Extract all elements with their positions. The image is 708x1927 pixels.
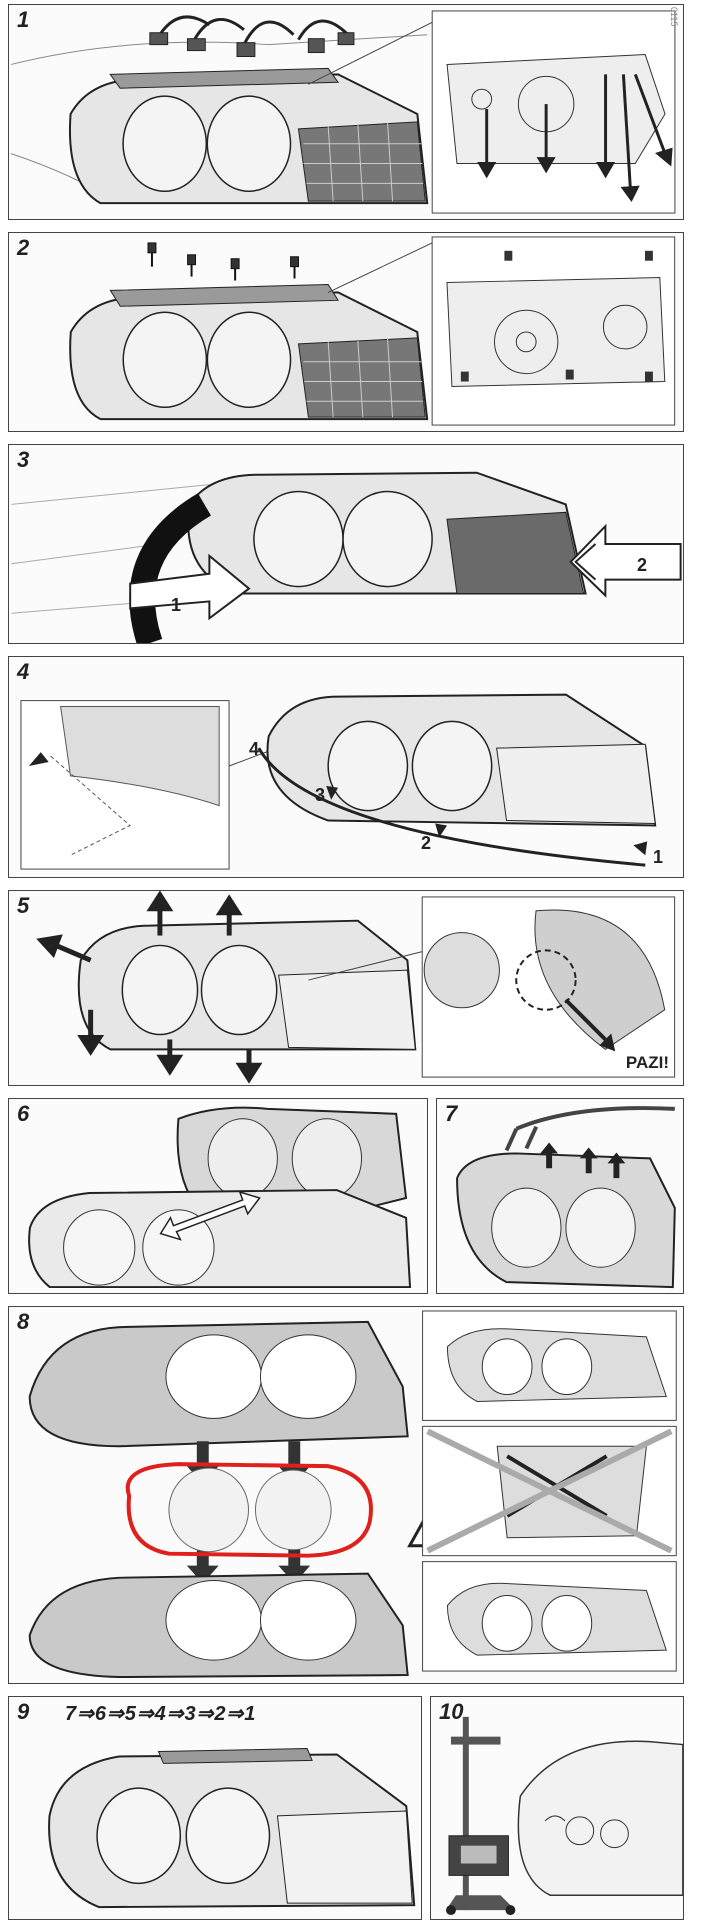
step-4-inset bbox=[20, 700, 230, 870]
step-2-illustration bbox=[69, 236, 676, 426]
step-8-panel: 8 bbox=[8, 1306, 684, 1684]
lens-cover bbox=[28, 1189, 412, 1289]
headlamp-unit bbox=[187, 471, 587, 595]
step-3-illustration bbox=[11, 471, 682, 643]
step-8-inset-top bbox=[422, 1310, 677, 1421]
step-8-number: 8 bbox=[17, 1309, 30, 1334]
step-7-illustration bbox=[456, 1106, 676, 1289]
arrows bbox=[36, 891, 263, 1084]
step-10-panel: 10 bbox=[430, 1696, 684, 1920]
step-1-illustration bbox=[10, 10, 676, 214]
step-4-callout-1: 1 bbox=[653, 847, 664, 867]
car-front bbox=[517, 1740, 683, 1896]
step-8-illustration bbox=[28, 1310, 677, 1679]
double-arrow-icon bbox=[159, 1190, 261, 1241]
step-10-illustration bbox=[446, 1716, 683, 1916]
lens-cover-top bbox=[28, 1320, 409, 1448]
step-2-number: 2 bbox=[17, 235, 30, 260]
step-6-panel: 6 bbox=[8, 1098, 428, 1294]
headlamp-housing bbox=[176, 1106, 408, 1214]
headlamp-unit bbox=[77, 919, 417, 1051]
step-6-illustration bbox=[28, 1106, 412, 1289]
screws bbox=[147, 242, 299, 281]
step-3-callout-1: 1 bbox=[171, 595, 182, 615]
reassembly-sequence: 7⇒6⇒5⇒4⇒3⇒2⇒1 bbox=[65, 1703, 257, 1725]
step-4-callout-2: 2 bbox=[421, 833, 432, 853]
step-7-panel: 7 bbox=[436, 1098, 684, 1294]
highlight-circle bbox=[125, 1462, 373, 1558]
arrow-1-icon bbox=[129, 553, 251, 621]
edge-mark: 0115 bbox=[669, 7, 679, 27]
lens-cover bbox=[456, 1152, 676, 1289]
step-5-inset bbox=[421, 896, 676, 1078]
clip-arrows bbox=[540, 1142, 626, 1179]
step-2-panel: 2 bbox=[8, 232, 684, 432]
step-4-illustration bbox=[20, 693, 657, 870]
step-3-number: 3 bbox=[17, 447, 30, 472]
headlight-aiming-device bbox=[446, 1716, 516, 1916]
step-6-number: 6 bbox=[17, 1101, 30, 1126]
step-5-number: 5 bbox=[17, 893, 30, 918]
step-9-number: 9 bbox=[17, 1699, 30, 1724]
step-2-inset bbox=[431, 236, 676, 426]
step-3-panel: 3 1 2 bbox=[8, 444, 684, 644]
step-8-inset-bottom bbox=[422, 1561, 677, 1672]
headlamp-unit bbox=[69, 67, 429, 205]
step-1-panel: 1 0115 bbox=[8, 4, 684, 220]
step-9-illustration bbox=[48, 1748, 416, 1909]
step-4-callout-3: 3 bbox=[315, 785, 326, 805]
headlamp-unit bbox=[69, 283, 429, 421]
step-1-number: 1 bbox=[17, 7, 30, 32]
step-10-number: 10 bbox=[439, 1699, 464, 1724]
headlamp-unit bbox=[48, 1748, 416, 1909]
arrow-2-icon bbox=[569, 523, 682, 598]
step-8-inset-wrong bbox=[422, 1425, 677, 1557]
step-5-panel: 5 PAZI! bbox=[8, 890, 684, 1086]
step-7-number: 7 bbox=[445, 1101, 458, 1126]
lens-cover-bottom bbox=[28, 1572, 409, 1679]
arrows bbox=[326, 785, 648, 856]
step-4-panel: 4 4 3 2 1 bbox=[8, 656, 684, 878]
pazi-warning-label: PAZI! bbox=[625, 1053, 669, 1072]
step-4-callout-4: 4 bbox=[249, 739, 260, 759]
lens-pair bbox=[168, 1467, 332, 1553]
headlamp-unit bbox=[266, 693, 657, 827]
pliers-icon bbox=[504, 1106, 675, 1152]
step-5-illustration bbox=[36, 891, 676, 1084]
step-1-inset bbox=[431, 10, 676, 214]
step-3-callout-2: 2 bbox=[637, 555, 648, 575]
step-4-number: 4 bbox=[17, 659, 30, 684]
connector-wires bbox=[158, 15, 350, 46]
step-9-panel: 9 7⇒6⇒5⇒4⇒3⇒2⇒1 bbox=[8, 1696, 422, 1920]
removal-arrows bbox=[477, 73, 673, 203]
cross-out-icon bbox=[426, 1428, 673, 1554]
